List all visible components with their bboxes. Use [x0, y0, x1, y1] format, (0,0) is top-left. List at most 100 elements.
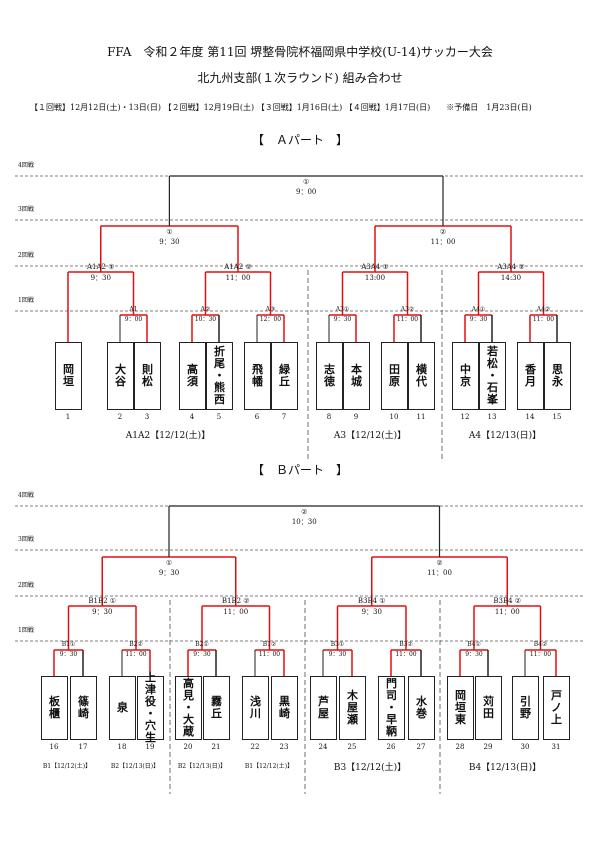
- team-number: 28: [455, 743, 465, 751]
- team-box: [452, 342, 479, 410]
- team-number: 26: [386, 743, 396, 751]
- team-box: [517, 342, 544, 410]
- round-label-3: 3回戦: [18, 206, 34, 213]
- final-match-label: ①: [303, 178, 310, 186]
- qf-match-time: 11：00: [225, 274, 251, 282]
- team-number: 18: [117, 743, 127, 751]
- round-label-1: 1回戦: [18, 297, 34, 304]
- venue-caption: B1【12/12(土)】: [42, 763, 92, 770]
- team-box: [175, 676, 202, 740]
- team-box: [206, 342, 233, 410]
- r1-match-label: B4②: [533, 641, 548, 648]
- team-number: 6: [254, 413, 260, 421]
- qf-match-time: 9：30: [90, 274, 111, 282]
- round-label-4: 4回戦: [18, 162, 34, 169]
- team-name: 苅 田: [483, 695, 494, 720]
- team-box: [242, 676, 269, 740]
- team-box: [343, 342, 370, 410]
- venue-caption: A1A2【12/12(土)】: [125, 431, 211, 441]
- venue-caption: B4【12/13(日)】: [468, 763, 542, 773]
- sf-match-time: 11：00: [430, 238, 456, 246]
- team-box: [55, 342, 82, 410]
- team-name: 岡 垣: [63, 363, 74, 388]
- team-number: 23: [279, 743, 289, 751]
- team-box: [107, 342, 134, 410]
- team-box: [70, 676, 97, 740]
- team-name: 香 月: [525, 363, 536, 388]
- team-box: [408, 342, 435, 410]
- r1-match-label: B2①: [195, 641, 209, 648]
- team-box: [447, 676, 474, 740]
- r1-match-label: B3②: [399, 641, 413, 648]
- part-b-title: 【 Ｂパート 】: [251, 463, 348, 477]
- team-name: 黒 崎: [279, 695, 290, 720]
- team-number: 15: [552, 413, 562, 421]
- team-name: 門 司 ・ 早 鞆: [386, 677, 397, 738]
- qf-match-label: A1A2 ②: [224, 263, 252, 271]
- team-name: 水 巻: [416, 695, 427, 720]
- r1-match-label: B1②: [262, 641, 277, 648]
- team-box: [544, 342, 571, 410]
- schedule-line: 【１回戦】12月12日(土)・13日(日) 【２回戦】12月19日(土) 【３回…: [30, 103, 532, 112]
- team-name: 則 松: [142, 363, 153, 388]
- r1-match-time: 10：30: [194, 316, 217, 323]
- team-number: 14: [525, 413, 535, 421]
- team-number: 21: [211, 743, 221, 751]
- r1-match-time: 11：00: [395, 651, 417, 658]
- qf-match-label: B3B4 ①: [357, 597, 386, 605]
- sf-match-time: 9：30: [158, 569, 180, 577]
- team-name: 思 永: [552, 363, 563, 388]
- team-box: [41, 676, 68, 740]
- r1-match-label: A4①: [471, 306, 486, 313]
- qf-match-time: 9：30: [361, 608, 382, 616]
- team-number: 4: [189, 413, 195, 421]
- r1-match-label: A3①: [335, 306, 350, 313]
- team-number: 3: [144, 413, 150, 421]
- qf-match-label: A1A2 ①: [86, 263, 115, 271]
- team-box: [479, 342, 506, 410]
- team-box: [408, 676, 435, 740]
- round-label-3: 3回戦: [18, 536, 34, 543]
- team-number: 25: [347, 743, 357, 751]
- r1-match-label: B2②: [129, 641, 143, 648]
- team-name: 上 津 役 ・ 穴 生: [145, 671, 156, 744]
- team-name: 緑 丘: [279, 363, 290, 388]
- team-number: 20: [183, 743, 193, 751]
- team-name: 志 徳: [324, 363, 335, 388]
- team-number: 19: [145, 743, 155, 751]
- team-number: 17: [78, 743, 88, 751]
- team-name: 田 原: [389, 363, 400, 388]
- r1-match-label: B1①: [61, 641, 76, 648]
- team-number: 29: [483, 743, 493, 751]
- team-number: 30: [520, 743, 530, 751]
- qf-match-label: B3B4 ②: [493, 597, 522, 605]
- team-name: 飛 幡: [252, 363, 263, 388]
- r1-match-label: A4②: [536, 306, 551, 313]
- team-name: 引 野: [520, 695, 531, 720]
- venue-caption: B1【12/12(土)】: [244, 763, 294, 770]
- qf-match-label: B1B2 ②: [221, 597, 250, 605]
- qf-match-time: 13:00: [364, 274, 386, 282]
- r1-match-time: 9：30: [333, 316, 352, 323]
- team-box: [378, 676, 405, 740]
- sf-match-label: ②: [439, 228, 447, 236]
- venue-caption: A4【12/13(日)】: [468, 431, 542, 441]
- round-label-1: 1回戦: [18, 627, 34, 634]
- team-name: 岡 垣 東: [455, 689, 466, 726]
- sf-match-label: ①: [165, 559, 173, 567]
- team-box: [137, 676, 164, 740]
- team-number: 10: [389, 413, 399, 421]
- sf-match-time: 11：00: [427, 569, 452, 577]
- team-number: 16: [49, 743, 59, 751]
- team-number: 11: [416, 413, 426, 421]
- team-box: [543, 676, 570, 740]
- sf-match-time: 9：30: [159, 238, 180, 246]
- r1-match-time: 9：00: [124, 316, 143, 323]
- round-label-4: 4回戦: [18, 492, 34, 499]
- team-name: 木 屋 瀬: [347, 689, 358, 726]
- team-number: 2: [117, 413, 123, 421]
- r1-match-time: 11：00: [529, 651, 552, 658]
- sf-match-label: ①: [166, 228, 173, 236]
- team-number: 13: [487, 413, 497, 421]
- team-name: 戸 ノ 上: [551, 689, 562, 726]
